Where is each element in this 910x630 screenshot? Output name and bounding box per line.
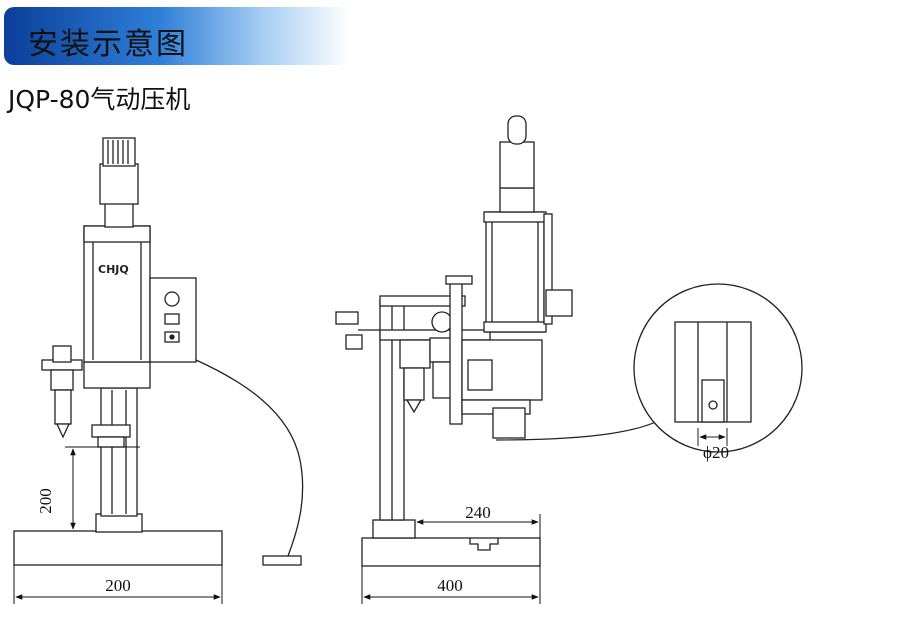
model-title: JQP-80气动压机 (8, 85, 191, 114)
section-title: 安装示意图 (28, 27, 188, 62)
callout-leader (495, 419, 661, 441)
side-dim-width (361, 566, 541, 604)
front-cylinder (83, 225, 151, 363)
front-view (13, 137, 304, 566)
detail-view (674, 321, 752, 446)
front-height-label: 200 (36, 488, 55, 514)
side-knob (507, 115, 527, 145)
front-dim-height (65, 446, 140, 530)
side-top-cap (499, 141, 535, 189)
side-view (335, 115, 573, 567)
side-reach-label: 240 (465, 503, 491, 522)
section-banner: 安装示意图 (4, 7, 350, 65)
t-slot (469, 538, 499, 551)
front-width-label: 200 (105, 576, 131, 595)
front-dim-width (13, 565, 223, 604)
front-column-foot (95, 513, 143, 533)
side-filter-bowl (403, 367, 425, 401)
front-nut (91, 424, 131, 438)
switch-icon (164, 313, 180, 325)
front-base (13, 530, 223, 566)
side-dim-reach (416, 514, 541, 538)
side-arm (379, 295, 466, 307)
side-rod (449, 279, 463, 425)
pressure-gauge-icon (431, 311, 453, 333)
front-filter-bowl (54, 389, 72, 425)
front-top-cap (99, 163, 139, 205)
machine-label: CHJQ (98, 263, 129, 276)
foot-cable (195, 359, 304, 557)
side-cylinder (485, 211, 545, 333)
side-width-label: 400 (437, 576, 463, 595)
side-column-foot (372, 519, 416, 539)
control-knob-icon (164, 291, 180, 307)
detail-diameter-label: ϕ20 (703, 443, 729, 462)
side-base (361, 537, 541, 567)
side-punch (492, 407, 526, 439)
side-valve (545, 289, 573, 317)
front-column (100, 387, 138, 517)
front-lower-body (83, 361, 151, 389)
foot-switch (262, 555, 302, 566)
